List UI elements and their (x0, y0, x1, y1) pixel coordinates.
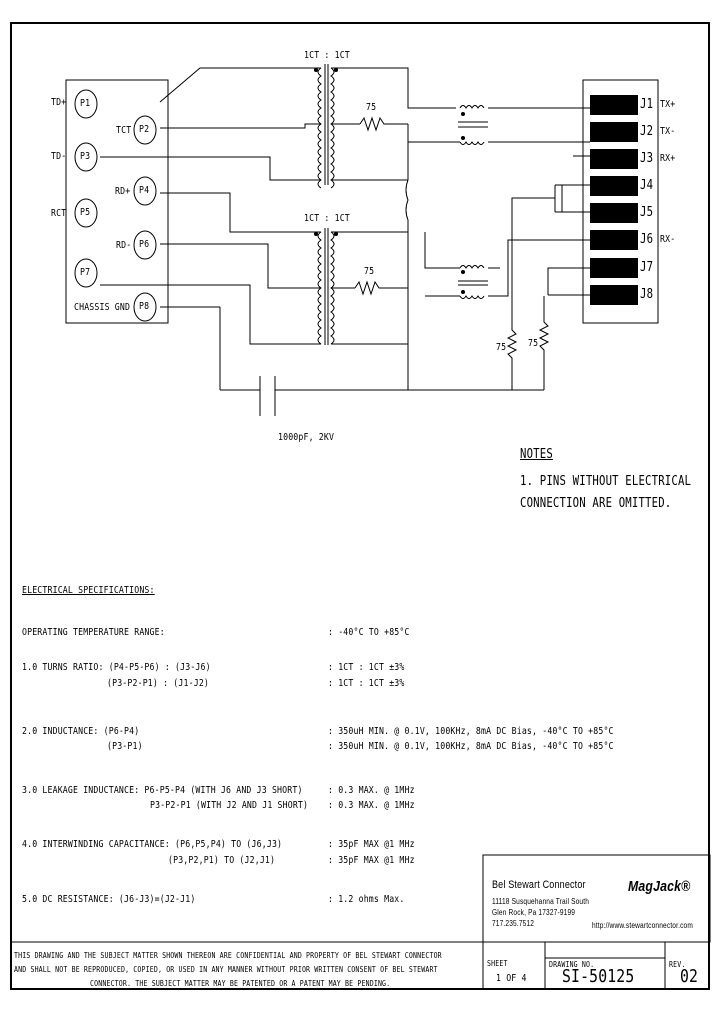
left-connector-box (65, 79, 169, 324)
pin-p5 (74, 198, 98, 228)
pin-signal-label: RD- (116, 240, 132, 251)
spec-label: OPERATING TEMPERATURE RANGE: (22, 627, 165, 638)
sheet-label: SHEET (487, 959, 508, 968)
spec-value: : 35pF MAX @1 MHz (328, 839, 415, 850)
spec-value: : 35pF MAX @1 MHz (328, 855, 415, 866)
jack-id-label: J7 (640, 260, 654, 275)
resistor-label: 75 (528, 338, 539, 349)
company-address: Glen Rock, Pa 17327-9199 (492, 908, 576, 917)
pin-p4 (133, 176, 157, 206)
transformer-ratio-label: 1CT : 1CT (304, 50, 350, 61)
company-address: 11118 Susquehanna Trail South (492, 897, 590, 906)
spec-value: : 350uH MIN. @ 0.1V, 100KHz, 8mA DC Bias… (328, 741, 614, 752)
jack-id-label: J6 (640, 232, 654, 247)
pin-signal-label: RD+ (115, 186, 131, 197)
jack-bar-j8 (590, 285, 638, 305)
pin-id-label: P4 (139, 185, 150, 196)
drawing-number: SI-50125 (562, 966, 635, 987)
jack-signal-label: TX+ (660, 99, 676, 110)
notes-line: 1. PINS WITHOUT ELECTRICAL (520, 474, 692, 489)
jack-id-label: J3 (640, 151, 654, 166)
spec-value: : 1CT : 1CT ±3% (328, 662, 405, 673)
pin-id-label: P6 (139, 239, 150, 250)
pin-p7 (74, 258, 98, 288)
pin-p6 (133, 230, 157, 260)
jack-id-label: J1 (640, 97, 654, 112)
pin-signal-label: CHASSIS GND (74, 302, 131, 313)
pin-p8 (133, 292, 157, 322)
jack-id-label: J4 (640, 178, 654, 193)
pin-id-label: P5 (80, 207, 91, 218)
transformer-ratio-label: 1CT : 1CT (304, 213, 350, 224)
jack-id-label: J8 (640, 287, 654, 302)
sheet-value: 1 OF 4 (496, 973, 527, 984)
confidential-notice: CONNECTOR. THE SUBJECT MATTER MAY BE PAT… (90, 979, 391, 988)
pin-signal-label: RCT (51, 208, 67, 219)
company-phone: 717.235.7512 (492, 919, 535, 928)
pin-signal-label: TD+ (51, 97, 67, 108)
notes-line: CONNECTION ARE OMITTED. (520, 496, 672, 511)
common-mode-chokes (408, 105, 590, 299)
jack-signal-label: RX+ (660, 153, 676, 164)
pin-signal-label: TCT (116, 125, 132, 136)
magjack-logo: MagJack® (628, 878, 691, 895)
spec-label: (P3-P1) (107, 741, 143, 752)
spec-value: : -40°C TO +85°C (328, 627, 410, 638)
resistor-label: 75 (364, 266, 375, 277)
spec-value: : 0.3 MAX. @ 1MHz (328, 785, 415, 796)
pin-id-label: P1 (80, 98, 91, 109)
spec-value: : 1CT : 1CT ±3% (328, 678, 405, 689)
resistor-label: 75 (496, 342, 507, 353)
drawing-number-label: DRAWING NO. (549, 960, 595, 969)
bottom-transformer (100, 192, 408, 345)
specs-title: ELECTRICAL SPECIFICATIONS: (22, 585, 155, 596)
spec-label: 5.0 DC RESISTANCE: (J6-J3)=(J2-J1) (22, 894, 196, 905)
spec-label: 2.0 INDUCTANCE: (P6-P4) (22, 726, 140, 737)
resistor-label: 75 (366, 102, 377, 113)
jack-bar-j6 (590, 230, 638, 250)
spec-value: : 350uH MIN. @ 0.1V, 100KHz, 8mA DC Bias… (328, 726, 614, 737)
right-connector-box (582, 79, 659, 324)
jack-bar-j3 (590, 149, 638, 169)
confidential-notice: THIS DRAWING AND THE SUBJECT MATTER SHOW… (14, 951, 442, 960)
jack-bar-j5 (590, 203, 638, 223)
jack-signal-label: TX- (660, 126, 676, 137)
jack-bar-j2 (590, 122, 638, 142)
jack-bar-j1 (590, 95, 638, 115)
pin-id-label: P2 (139, 124, 150, 135)
pin-signal-label: TD- (51, 151, 67, 162)
pin-id-label: P7 (80, 267, 91, 278)
notes-title: NOTES (520, 447, 553, 462)
jack-id-label: J2 (640, 124, 654, 139)
spec-label: 4.0 INTERWINDING CAPACITANCE: (P6,P5,P4)… (22, 839, 283, 850)
jack-bar-j7 (590, 258, 638, 278)
spec-label: (P3,P2,P1) TO (J2,J1) (168, 855, 276, 866)
pin-p2 (133, 115, 157, 145)
pin-p3 (74, 142, 98, 172)
top-transformer (100, 64, 456, 189)
pin-id-label: P3 (80, 151, 91, 162)
spec-label: 3.0 LEAKAGE INDUCTANCE: P6-P5-P4 (WITH J… (22, 785, 303, 796)
capacitor-label: 1000pF, 2KV (278, 432, 335, 443)
revision-value: 02 (680, 966, 699, 987)
pin-id-label: P8 (139, 301, 150, 312)
company-website: http://www.stewartconnector.com (592, 921, 693, 930)
jack-bar-j4 (590, 176, 638, 196)
spec-value: : 0.3 MAX. @ 1MHz (328, 800, 415, 811)
revision-label: REV. (669, 960, 686, 969)
spec-label: (P3-P2-P1) : (J1-J2) (107, 678, 210, 689)
drawing-sheet (10, 22, 710, 990)
pin-p1 (74, 89, 98, 119)
company-name: Bel Stewart Connector (492, 879, 586, 891)
spec-label: 1.0 TURNS RATIO: (P4-P5-P6) : (J3-J6) (22, 662, 211, 673)
jack-signal-label: RX- (660, 234, 676, 245)
jack-id-label: J5 (640, 205, 654, 220)
confidential-notice: AND SHALL NOT BE REPRODUCED, COPIED, OR … (14, 965, 438, 974)
spec-label: P3-P2-P1 (WITH J2 AND J1 SHORT) (150, 800, 309, 811)
spec-value: : 1.2 ohms Max. (328, 894, 405, 905)
